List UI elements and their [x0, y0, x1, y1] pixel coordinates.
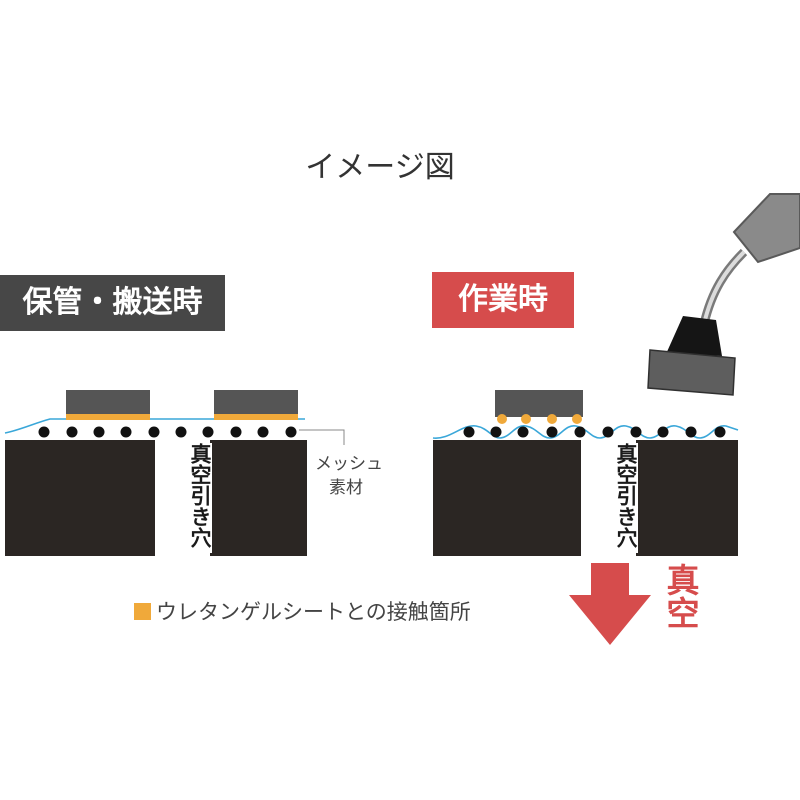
vacuum-hole-label-right: 真空引き穴	[596, 443, 638, 553]
mesh-dot	[630, 426, 642, 438]
mesh-dot	[257, 426, 269, 438]
tool-pad	[647, 349, 736, 396]
mesh-dot	[38, 426, 50, 438]
mesh-dot	[657, 426, 669, 438]
mesh-dot	[463, 426, 475, 438]
tool-hose	[699, 248, 748, 326]
mesh-dot	[93, 426, 105, 438]
mesh-label-line-2: 素材	[329, 478, 363, 498]
urethane-sheet-wavy	[432, 425, 739, 439]
contact-point	[572, 414, 582, 424]
mesh-dots	[463, 426, 726, 438]
mesh-dot	[490, 426, 502, 438]
mesh-dot	[175, 426, 187, 438]
contact-strip-left	[66, 414, 150, 420]
legend-swatch	[134, 602, 151, 620]
contact-point	[521, 414, 531, 424]
mesh-dot	[574, 426, 586, 438]
vacuum-hole-label-left: 真空引き穴	[170, 443, 212, 553]
legend-label: ウレタンゲルシートとの接触箇所	[156, 600, 471, 624]
mesh-dot	[685, 426, 697, 438]
vacuum-tool-icon	[647, 193, 800, 396]
mesh-material-label: メッシュ 素材	[315, 452, 383, 500]
tool-cone	[666, 316, 722, 356]
base-block-right	[210, 440, 307, 556]
vacuum-label: 真空	[661, 563, 700, 629]
storage-diagram	[4, 390, 345, 556]
contact-strip-right	[214, 414, 298, 420]
mesh-leader-line	[299, 429, 345, 445]
tool-hose-inner	[702, 250, 746, 325]
part-left	[66, 390, 150, 416]
contact-point	[497, 414, 507, 424]
mesh-dot	[546, 426, 558, 438]
base-block-left	[433, 440, 581, 556]
part-right	[214, 390, 298, 416]
contact-points	[497, 414, 582, 424]
mesh-dot	[602, 426, 614, 438]
page-title: イメージ図	[305, 150, 455, 185]
mesh-dot	[714, 426, 726, 438]
mesh-dot	[285, 426, 297, 438]
mesh-dot	[66, 426, 78, 438]
urethane-sheet	[4, 418, 305, 434]
work-state-tag: 作業時	[432, 272, 574, 328]
legend: ウレタンゲルシートとの接触箇所	[134, 596, 471, 626]
mesh-label-line-1: メッシュ	[315, 454, 383, 474]
storage-state-tag: 保管・搬送時	[0, 275, 225, 331]
work-diagram	[432, 390, 739, 645]
contact-point	[547, 414, 557, 424]
mesh-dot	[517, 426, 529, 438]
base-block-right	[636, 440, 738, 556]
part-work	[495, 390, 583, 417]
tool-body	[732, 193, 800, 264]
base-block-left	[5, 440, 155, 556]
mesh-dot	[202, 426, 214, 438]
mesh-dot	[230, 426, 242, 438]
mesh-dot	[148, 426, 160, 438]
down-arrow-icon	[569, 563, 651, 645]
mesh-dots	[38, 426, 297, 438]
mesh-dot	[120, 426, 132, 438]
